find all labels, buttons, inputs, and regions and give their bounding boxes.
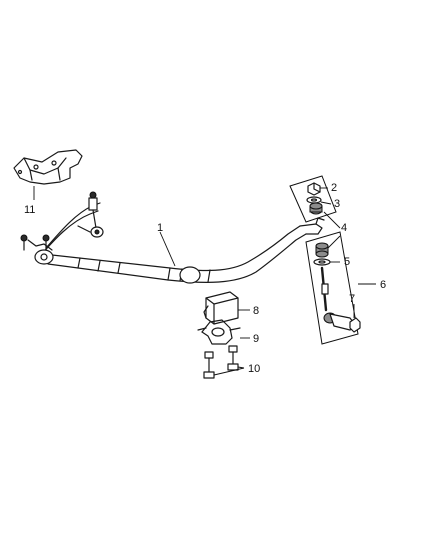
callout-10: 10 bbox=[248, 363, 260, 375]
bushing-upper bbox=[309, 202, 323, 215]
bar-bushing bbox=[203, 291, 239, 325]
bushing-retainer bbox=[197, 319, 241, 345]
stabilizer-bar bbox=[20, 202, 325, 284]
washer-lower bbox=[313, 258, 331, 266]
callout-4: 4 bbox=[341, 222, 347, 234]
stabilizer-link bbox=[320, 266, 361, 333]
callout-3: 3 bbox=[334, 198, 340, 210]
link-kit-box bbox=[289, 175, 359, 345]
washer-upper bbox=[306, 196, 322, 204]
bushing-lower bbox=[315, 242, 329, 258]
callout-7: 7 bbox=[349, 293, 355, 305]
bolts bbox=[203, 345, 239, 379]
callout-9: 9 bbox=[253, 333, 259, 345]
callout-11: 11 bbox=[24, 204, 35, 216]
callout-8: 8 bbox=[253, 305, 259, 317]
callout-5: 5 bbox=[344, 256, 350, 268]
callout-1: 1 bbox=[157, 222, 163, 234]
callout-2: 2 bbox=[331, 182, 337, 194]
shield-plate bbox=[13, 149, 83, 185]
nut bbox=[307, 182, 321, 196]
left-stabilizer-link bbox=[77, 191, 104, 238]
callout-6: 6 bbox=[380, 279, 386, 291]
